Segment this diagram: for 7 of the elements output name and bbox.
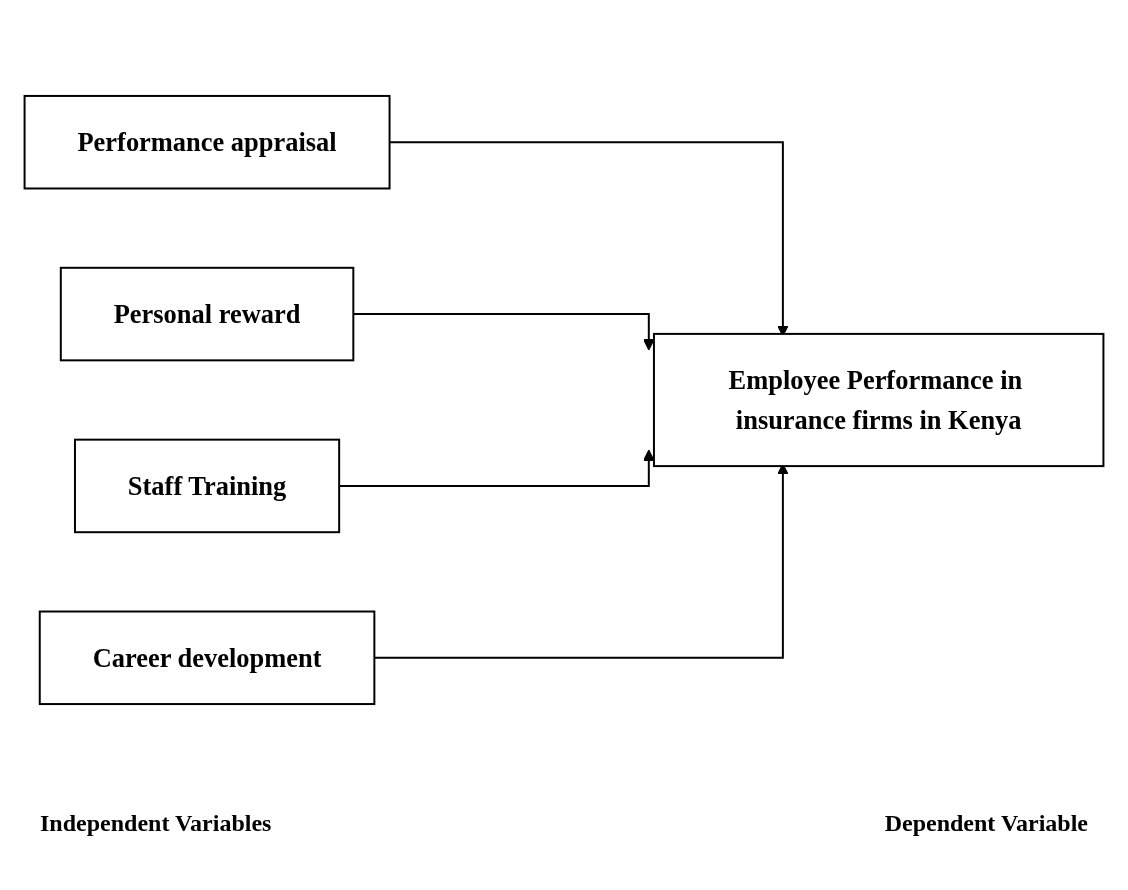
node-box: Personal reward: [59, 266, 355, 362]
axis-caption: Dependent Variable: [884, 810, 1088, 837]
axis-caption: Independent Variables: [40, 810, 272, 837]
node-box: Career development: [38, 610, 376, 706]
node-box: Performance appraisal: [23, 94, 391, 190]
node-box: Staff Training: [74, 438, 341, 534]
node-box: Employee Performance in insurance firms in Kenya: [652, 332, 1105, 468]
